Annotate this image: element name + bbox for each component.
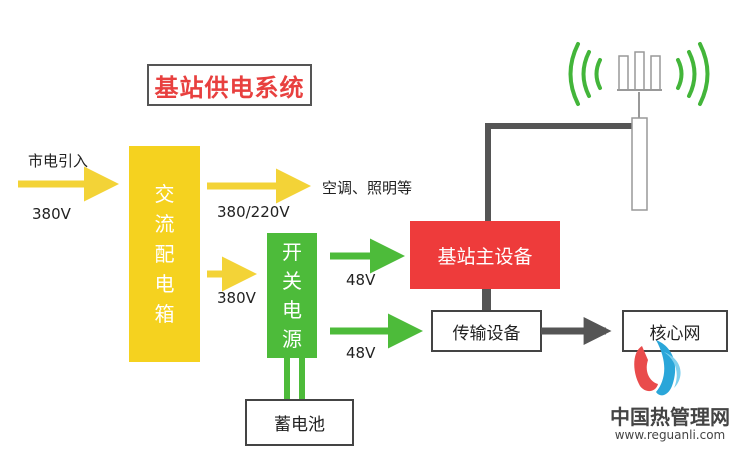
ac-box-char-2: 流	[154, 212, 175, 236]
switch-char-3: 电	[282, 297, 302, 322]
watermark-logo-icon	[634, 340, 681, 396]
watermark-url: www.reguanli.com	[614, 428, 726, 442]
antenna-tower-icon	[617, 51, 662, 211]
diagram-title: 基站供电系统	[147, 64, 312, 106]
base-main-label: 基站主设备	[437, 245, 533, 268]
mains-voltage-label: 380V	[32, 205, 71, 223]
switch-power-box	[267, 233, 317, 358]
battery-label: 蓄电池	[274, 415, 325, 435]
switch-char-1: 开	[282, 239, 302, 264]
ac-distribution-box-label: 交 流 配 电 箱	[129, 178, 200, 330]
ac-box-char-1: 交	[154, 182, 175, 206]
signal-waves-icon	[568, 42, 710, 106]
ac-to-switch-voltage-label: 380V	[217, 289, 256, 307]
switch-to-main-voltage-label: 48V	[346, 271, 376, 289]
mains-input-label: 市电引入	[28, 152, 89, 170]
main-to-transmission-link	[482, 289, 491, 311]
ac-box-char-4: 电	[154, 272, 175, 296]
antenna-feed-line	[485, 123, 632, 221]
transmission-label: 传输设备	[452, 323, 521, 344]
battery-link-right	[299, 358, 305, 400]
core-network-box	[622, 310, 728, 352]
ac-box-char-3: 配	[154, 242, 175, 266]
loads-label: 空调、照明等	[322, 179, 413, 197]
ac-distribution-box	[129, 146, 200, 362]
switch-char-4: 源	[282, 326, 302, 351]
switch-to-transmission-voltage-label: 48V	[346, 344, 376, 362]
battery-box	[245, 399, 354, 446]
base-main-box	[410, 221, 560, 289]
ac-box-char-5: 箱	[154, 302, 175, 326]
core-network-label: 核心网	[649, 323, 701, 344]
switch-power-box-label: 开 关 电 源	[267, 235, 317, 356]
battery-link-left	[284, 358, 290, 400]
switch-char-2: 关	[282, 268, 302, 293]
watermark-name: 中国热管理网	[610, 405, 730, 429]
transmission-box	[431, 310, 542, 352]
ac-to-loads-voltage-label: 380/220V	[217, 203, 290, 221]
